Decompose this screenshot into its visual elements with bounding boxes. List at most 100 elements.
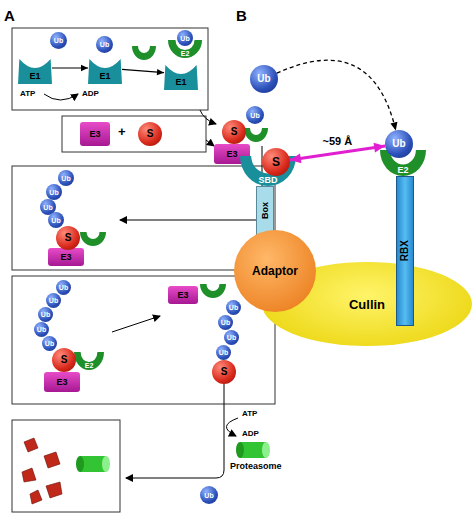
panel-letter: B xyxy=(236,8,247,23)
ubiquitin-circle: Ub xyxy=(38,307,53,322)
fragment xyxy=(44,452,60,468)
substrate-circle: S xyxy=(262,148,290,176)
ubiquitin-circle: Ub xyxy=(96,36,113,53)
panel-frame xyxy=(12,166,275,270)
node-text: E3 xyxy=(177,291,188,300)
shape-fill xyxy=(74,352,104,370)
node-text: Adaptor xyxy=(252,265,298,277)
node-text: Ub xyxy=(257,74,270,84)
e3-ligase-box: E3 xyxy=(80,122,110,146)
node-text: Ub xyxy=(100,41,109,48)
e1-enzyme-shape: E1 xyxy=(18,52,52,84)
rbx-bar: RBX xyxy=(396,176,414,326)
e2-enzyme-shape: E2 xyxy=(74,352,104,370)
atp-arrow xyxy=(226,418,238,436)
node-text: Ub xyxy=(392,139,405,149)
arrow-head xyxy=(290,153,302,163)
node-text: S xyxy=(272,156,280,168)
proteasome-end xyxy=(236,442,244,458)
node-text: E2 xyxy=(85,362,94,369)
ubiquitin-circle: Ub xyxy=(177,30,193,46)
e2-shape xyxy=(244,128,268,142)
flow-arrow xyxy=(52,65,88,71)
transfer-arrow xyxy=(277,60,398,130)
fragment xyxy=(22,468,36,482)
fragment xyxy=(30,490,42,504)
node-text: E2 xyxy=(181,50,190,57)
node-text: Ub xyxy=(49,297,58,304)
box-domain: Box xyxy=(256,186,274,236)
node-text: S xyxy=(147,129,154,139)
annotation-label: ATP xyxy=(242,410,257,418)
flow-arrow xyxy=(200,110,216,124)
peptide-fragments xyxy=(22,438,62,504)
shape-fill xyxy=(18,59,52,84)
ubiquitin-circle: Ub xyxy=(46,184,62,200)
ubiquitin-circle: Ub xyxy=(58,170,74,186)
fragment xyxy=(46,482,62,498)
ubiquitin-circle: Ub xyxy=(42,336,57,351)
ubiquitin-circle: Ub xyxy=(200,486,218,504)
substrate-circle: S xyxy=(56,226,80,250)
connector-line xyxy=(277,60,396,130)
arrow-head xyxy=(81,65,88,71)
connector-line xyxy=(52,67,88,68)
node-text: Ub xyxy=(221,319,230,326)
proteasome-symbol xyxy=(76,456,110,472)
annotation-label: + xyxy=(118,125,126,138)
adaptor-circle: Adaptor xyxy=(234,230,316,312)
ubiquitin-circle: Ub xyxy=(48,212,64,228)
proteasome-end xyxy=(76,456,84,472)
ubiquitin-circle: Ub xyxy=(226,300,241,315)
ubiquitin-circle: Ub xyxy=(50,32,67,49)
node-text: E1 xyxy=(99,72,110,81)
node-text: Ub xyxy=(61,175,70,182)
e3-ligase-box: E3 xyxy=(44,372,80,392)
node-text: Ub xyxy=(45,340,54,347)
node-text: Ub xyxy=(54,37,63,44)
proteasome-symbol xyxy=(236,442,270,458)
shape-fill xyxy=(88,59,122,84)
flow-arrow xyxy=(122,69,164,75)
substrate-circle: S xyxy=(138,122,162,146)
ubiquitin-circle: Ub xyxy=(46,293,61,308)
ubiquitin-circle: Ub xyxy=(224,330,239,345)
annotation-label: ADP xyxy=(82,90,99,98)
connector-line xyxy=(290,146,385,160)
node-text: SBD xyxy=(258,176,277,185)
e2-shape xyxy=(132,46,156,60)
ubiquitin-circle: Ub xyxy=(218,315,233,330)
panel-frame xyxy=(12,276,275,404)
node-text: Ub xyxy=(41,311,50,318)
connector-line xyxy=(122,69,164,72)
node-text: E1 xyxy=(175,78,186,87)
node-text: E3 xyxy=(60,253,71,262)
ubiquitin-circle: Ub xyxy=(246,106,264,124)
node-text: Ub xyxy=(43,204,52,211)
node-text: Ub xyxy=(227,334,236,341)
atp-arrow xyxy=(44,94,78,100)
ubiquitin-circle: Ub xyxy=(34,322,49,337)
shape-fill xyxy=(164,65,198,90)
ubiquitin-circle: Ub xyxy=(216,345,231,360)
node-text: S xyxy=(61,355,68,365)
shape-fill xyxy=(240,156,296,186)
arrow-head xyxy=(390,122,397,131)
node-text: Ub xyxy=(37,326,46,333)
node-text: Ub xyxy=(180,35,189,42)
e1-enzyme-shape: E1 xyxy=(88,52,122,84)
e1-enzyme-shape: E1 xyxy=(164,58,198,90)
node-text: S xyxy=(65,233,72,243)
panel-frame xyxy=(12,420,120,512)
node-text: Ub xyxy=(59,284,68,291)
node-text: S xyxy=(231,127,238,137)
ubiquitin-circle: Ub xyxy=(250,65,278,93)
panel-frame xyxy=(12,28,208,110)
node-text: E2 xyxy=(397,166,408,175)
e2-shape xyxy=(80,232,106,246)
node-text: Ub xyxy=(51,217,60,224)
annotation-label: Proteasome xyxy=(230,462,282,471)
node-text: Ub xyxy=(219,349,228,356)
distance-label: ~59 Å xyxy=(323,136,353,147)
